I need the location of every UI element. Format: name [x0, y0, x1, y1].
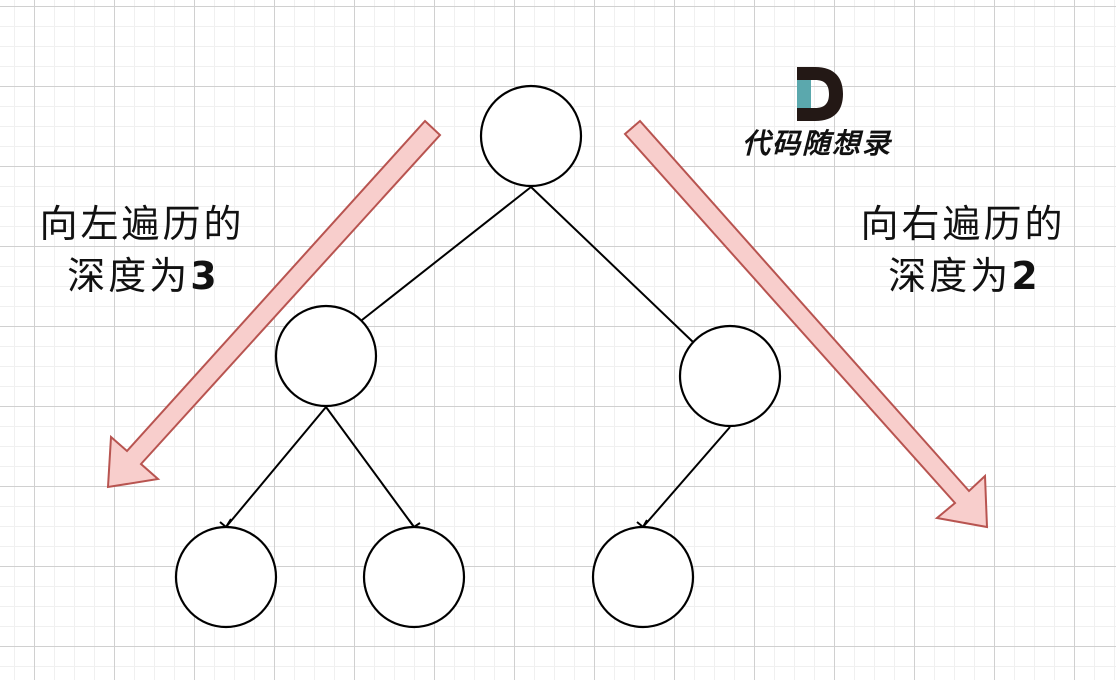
arrowhead-icon — [219, 518, 232, 529]
right-label-text: 深度为 — [888, 254, 1012, 298]
tree-node-left-right[interactable] — [362, 525, 466, 629]
brand-logo: 代码随想录 — [722, 66, 912, 166]
edge-left-leftright — [325, 406, 415, 528]
tree-node-right-left[interactable] — [591, 525, 695, 629]
tree-nodes — [174, 84, 782, 629]
left-traversal-arrow — [106, 119, 442, 489]
right-label-line2: 深度为2 — [843, 250, 1083, 302]
edge-right-rightleft — [642, 426, 731, 528]
edge-root-left — [361, 186, 532, 321]
left-label-line2: 深度为3 — [22, 250, 262, 302]
left-depth-value: 3 — [190, 254, 217, 298]
tree-node-root[interactable] — [479, 84, 583, 188]
right-label-line1: 向右遍历的 — [860, 202, 1066, 246]
tree-node-right[interactable] — [678, 324, 782, 428]
left-label-line1: 向左遍历的 — [39, 202, 245, 246]
edge-root-right — [530, 186, 694, 343]
left-depth-label: 向左遍历的 深度为3 — [22, 198, 262, 302]
tree-node-left-left[interactable] — [174, 525, 278, 629]
left-label-text: 深度为 — [67, 254, 191, 298]
tree-node-left[interactable] — [274, 304, 378, 408]
right-depth-label: 向右遍历的 深度为2 — [843, 198, 1083, 302]
right-depth-value: 2 — [1011, 254, 1038, 298]
edge-left-leftleft — [225, 406, 327, 528]
logo-text: 代码随想录 — [741, 127, 892, 160]
logo-d-icon — [797, 67, 843, 121]
tree-edges — [219, 186, 731, 529]
right-traversal-arrow — [623, 119, 989, 529]
